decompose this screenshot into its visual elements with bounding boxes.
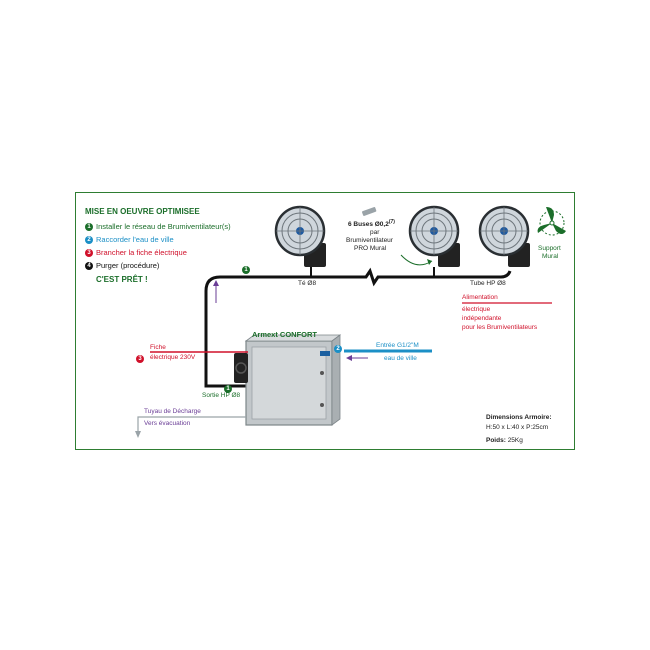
support-icon [537, 207, 566, 236]
weight-row: Poids: 25Kg [486, 437, 523, 445]
support-label-2: Mural [542, 253, 559, 260]
fan-unit-2 [408, 205, 460, 267]
plug-step-number: 3 [136, 355, 144, 363]
nozzles-line4: PRO Mural [354, 245, 387, 252]
flow-arrow-head [213, 280, 219, 286]
tube-step-number: 1 [242, 266, 250, 274]
weight-value: 25Kg [507, 437, 523, 444]
step-2: 2 Raccorder l'eau de ville [85, 236, 174, 244]
dimensions-title: Dimensions Armoire: [486, 414, 552, 421]
nozzles-line2: par [370, 229, 380, 236]
drain-arrow-head [135, 431, 141, 438]
water-step-badge: 2 [334, 338, 342, 354]
tube-step-badge: 1 [242, 259, 250, 275]
outlet-step-badge: 1 [224, 378, 232, 394]
plug-label-2: électrique 230V [150, 354, 196, 361]
step-1: 1 Installer le réseau de Brumiventilateu… [85, 223, 231, 231]
power-line2: électrique [462, 306, 491, 313]
step-number: 4 [85, 262, 93, 270]
nozzles-line1: 6 Buses Ø0,2(7) [348, 220, 395, 229]
weight-label: Poids: [486, 437, 506, 444]
water-source-label: eau de ville [384, 355, 417, 362]
step-text: Purger (procédure) [96, 261, 160, 271]
diagram-canvas [135, 205, 566, 438]
fan-unit-1 [274, 205, 326, 267]
step-text: Raccorder l'eau de ville [96, 235, 174, 245]
water-arrow-head [346, 355, 352, 361]
nozzle-icon [362, 207, 377, 216]
water-step-number: 2 [334, 345, 342, 353]
plug-step-badge: 3 [136, 348, 144, 364]
step-text: Installer le réseau de Brumiventilateur(… [96, 222, 231, 232]
nozzles-note: (7) [388, 219, 395, 225]
power-line3: indépendante [462, 315, 502, 322]
power-line1: Alimentation [462, 294, 498, 301]
step-number: 1 [85, 223, 93, 231]
tee-label: Té Ø8 [298, 280, 317, 287]
dimensions-value: H:50 x L:40 x P:25cm [486, 424, 549, 431]
cabinet-label: Armext CONFORT [252, 330, 318, 339]
power-line4: pour les Brumiventilateurs [462, 324, 538, 331]
step-4: 4 Purger (procédure) [85, 262, 159, 270]
drain-pipe [137, 416, 246, 433]
nozzles-count: 6 Buses Ø0,2 [348, 221, 389, 229]
step-3: 3 Brancher la fiche électrique [85, 249, 187, 257]
drain-label-1: Tuyau de Décharge [144, 408, 201, 415]
cabinet [234, 334, 342, 426]
drain-label-2: Vers évacuation [144, 420, 191, 427]
outlet-label: Sortie HP Ø8 [202, 392, 241, 399]
tube-label: Tube HP Ø8 [470, 280, 506, 287]
diagram-frame: MISE EN OEUVRE OPTIMISEE 1 Installer le … [75, 192, 575, 450]
step-text: Brancher la fiche électrique [96, 248, 187, 258]
page-title: MISE EN OEUVRE OPTIMISEE [85, 207, 200, 216]
outlet-step-number: 1 [224, 385, 232, 393]
step-number: 2 [85, 236, 93, 244]
step-number: 3 [85, 249, 93, 257]
ready-text: C'EST PRÊT ! [96, 275, 148, 284]
nozzles-line3: Brumiventilateur [346, 237, 393, 244]
plug-label-1: Fiche [150, 344, 166, 351]
curved-arrow-head [427, 259, 432, 265]
support-label-1: Support [538, 245, 561, 252]
water-inlet-label: Entrée G1/2"M [376, 342, 419, 349]
hp-tube [204, 267, 512, 388]
fan-unit-3 [478, 205, 530, 267]
